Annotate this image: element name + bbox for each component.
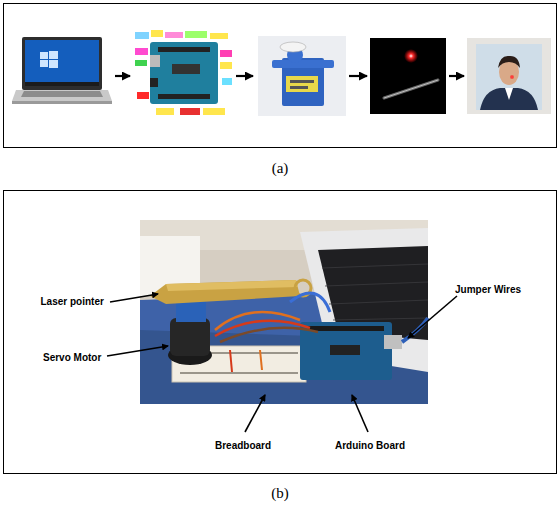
part-label: Arduino Board — [335, 440, 405, 451]
part-label: Laser pointer — [41, 296, 104, 307]
flow-arrow — [115, 75, 464, 77]
panel-frame: (b) — [3, 190, 557, 474]
arduino-picture — [135, 30, 232, 115]
panel-frame: (a) — [3, 3, 557, 148]
panel-caption: (a) — [4, 160, 556, 177]
servo-picture — [258, 36, 346, 116]
setup-photo — [140, 220, 428, 404]
panel-caption: (b) — [4, 485, 556, 502]
leader-arrow — [107, 294, 457, 432]
part-label: Jumper Wires — [455, 284, 521, 295]
laser-picture — [370, 38, 446, 114]
target-photo — [467, 38, 551, 114]
part-label: Breadboard — [215, 440, 271, 451]
part-label: Servo Motor — [43, 352, 101, 363]
laptop-picture — [12, 37, 112, 104]
